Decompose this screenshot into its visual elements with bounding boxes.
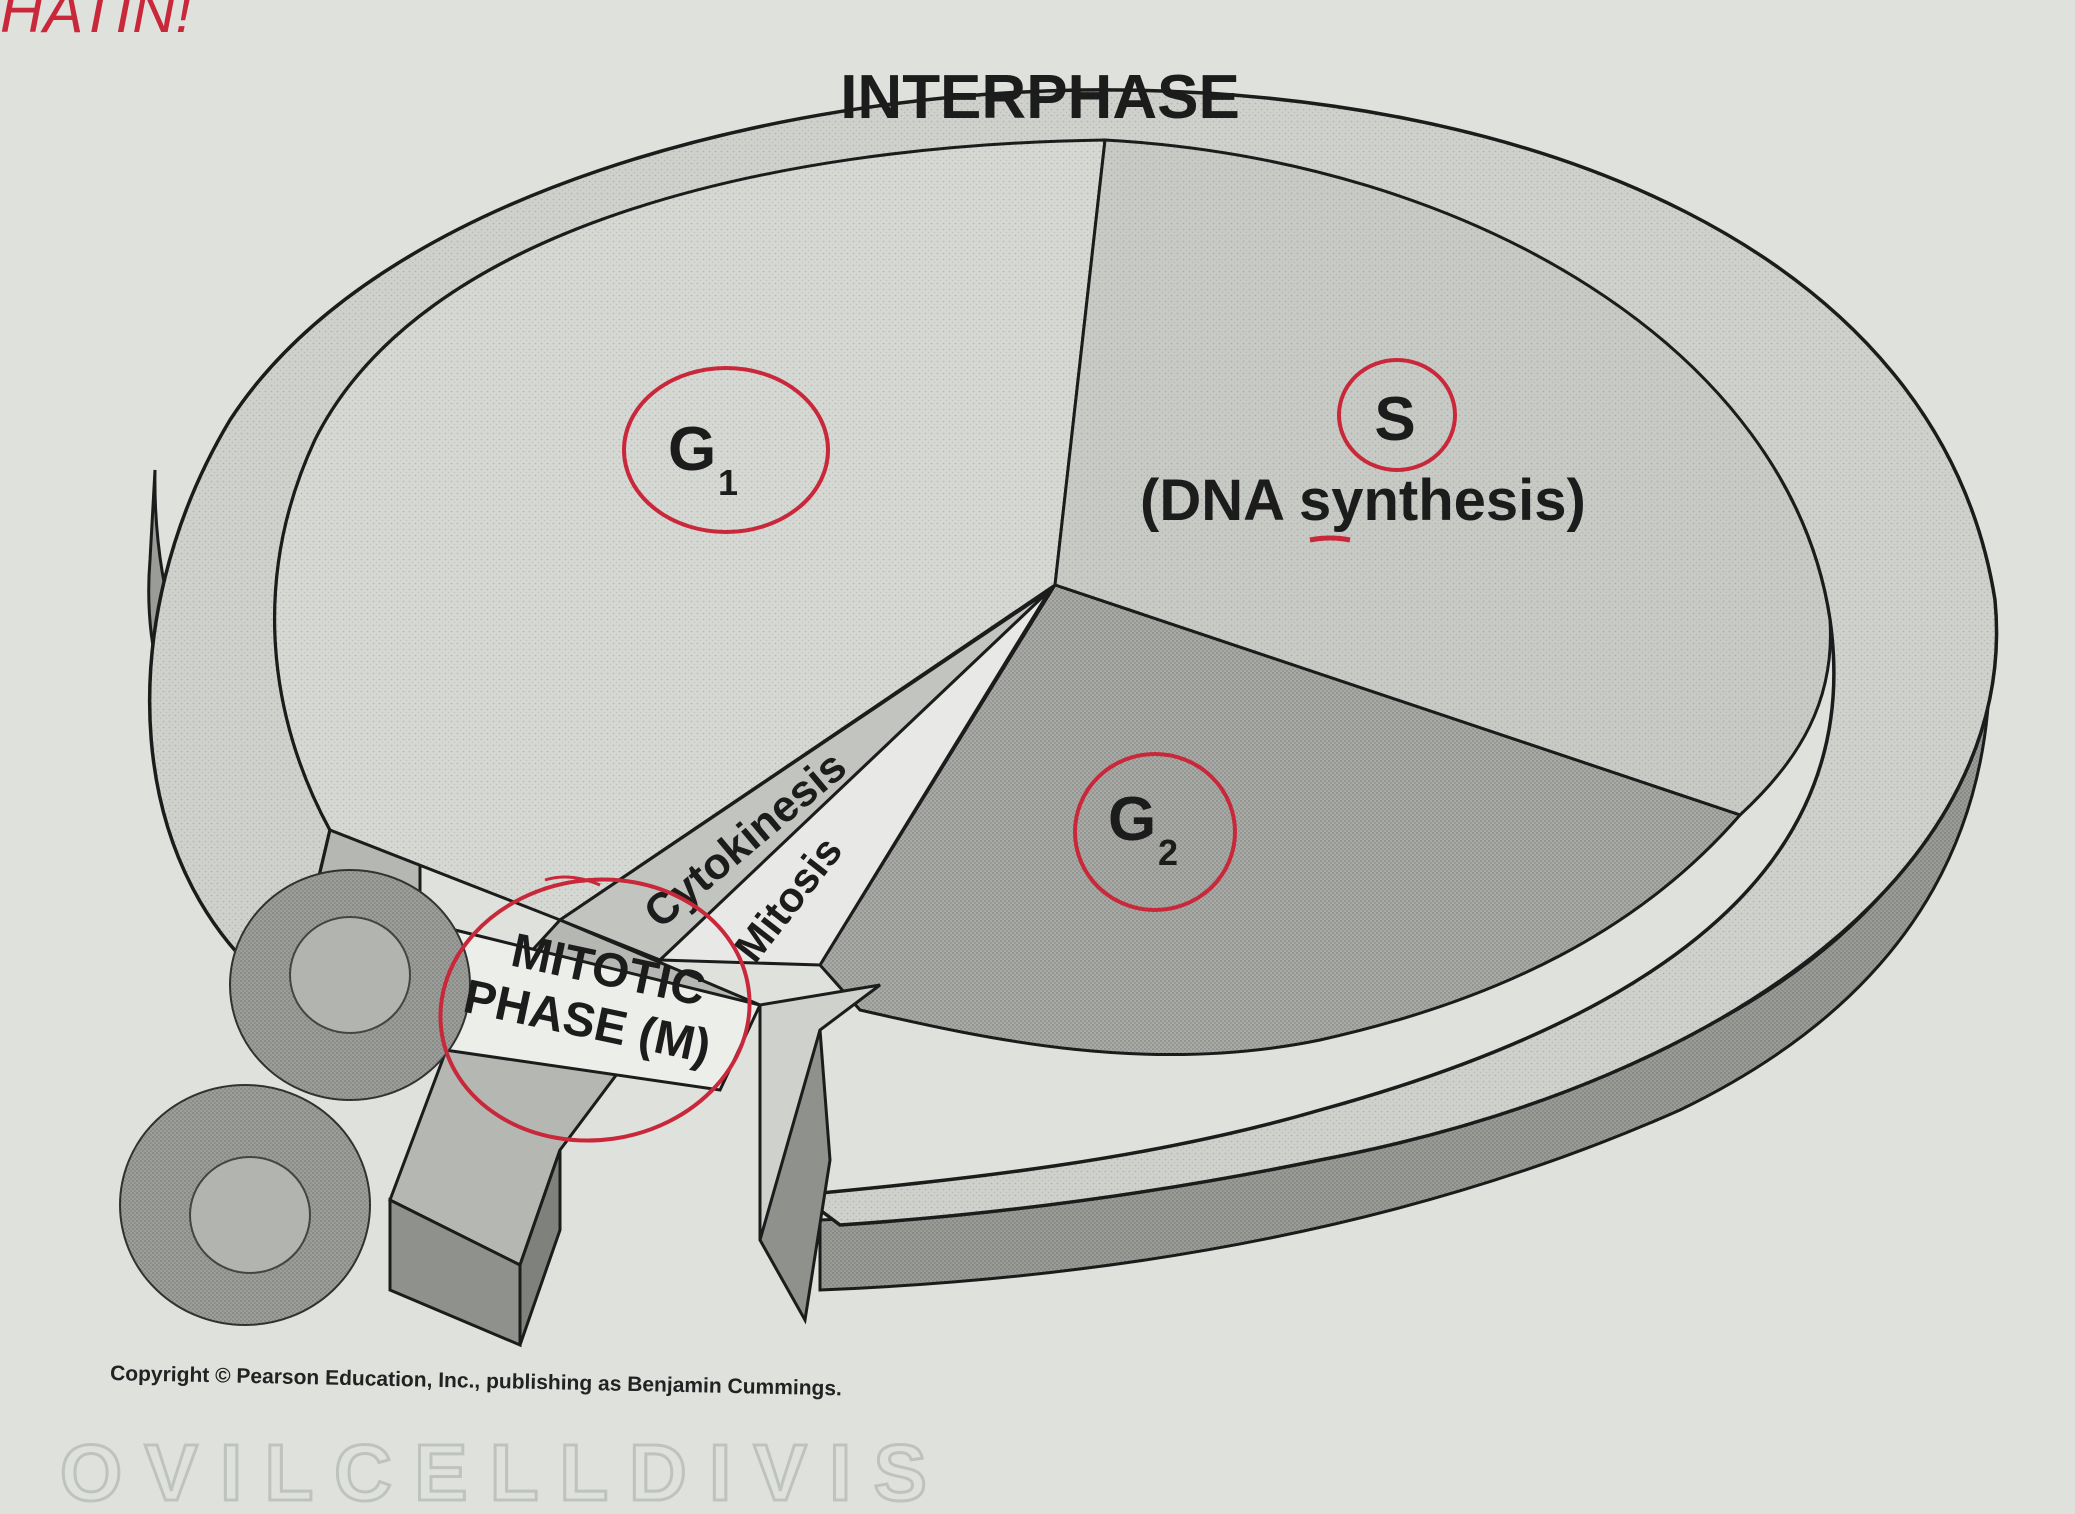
nucleus-lower (189, 1156, 311, 1274)
g1-letter: G (668, 415, 716, 484)
interphase-label: INTERPHASE (840, 63, 1240, 132)
s-letter: S (1374, 385, 1415, 454)
nucleus-upper (289, 916, 411, 1034)
g1-subscript: 1 (718, 462, 738, 503)
cytokinesis-tick-mark (544, 875, 601, 887)
mitotic-arrow (388, 918, 881, 1348)
s-circle-mark (1337, 358, 1457, 472)
corner-handwriting: HATIN! (0, 0, 193, 45)
inner-disc (273, 138, 1832, 1057)
g1-label: G 1 (668, 415, 738, 503)
red-pen-annotations: HATIN! (0, 0, 1457, 1143)
g1-circle-mark (622, 366, 830, 534)
s-underline-mark (1309, 535, 1351, 543)
s-caption: (DNA synthesis) (1140, 468, 1586, 533)
g2-circle-mark (1073, 752, 1237, 912)
daughter-cells (119, 869, 471, 1326)
g2-letter: G (1108, 785, 1156, 854)
mitotic-circle-mark (438, 877, 752, 1143)
s-label: S (DNA synthesis) (1140, 385, 1586, 533)
g2-subscript: 2 (1158, 832, 1178, 873)
g2-label: G 2 (1108, 785, 1178, 873)
show-through-text: O V I L C E L L D I V I S (60, 1428, 927, 1514)
copyright-notice: Copyright © Pearson Education, Inc., pub… (110, 1362, 842, 1400)
